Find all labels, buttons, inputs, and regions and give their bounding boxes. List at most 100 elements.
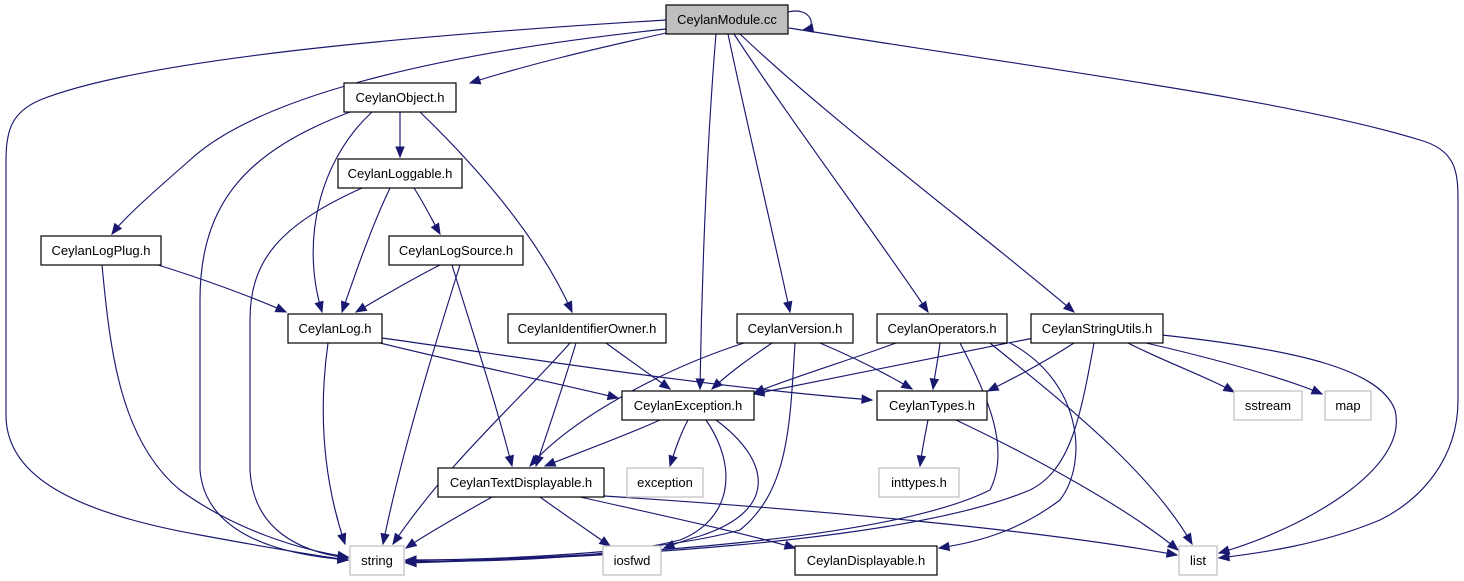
node-label: inttypes.h	[891, 475, 947, 490]
edge-line	[711, 342, 773, 390]
edge-line	[605, 342, 671, 390]
node-logplug[interactable]: CeylanLogPlug.h	[40, 235, 162, 266]
node-box	[876, 313, 1008, 344]
node-box	[1324, 390, 1372, 421]
node-box	[602, 545, 662, 576]
edge-line	[579, 496, 796, 549]
node-exception[interactable]: CeylanException.h	[621, 390, 755, 421]
node-operators[interactable]: CeylanOperators.h	[876, 313, 1008, 344]
node-label: CeylanIdentifierOwner.h	[518, 321, 657, 336]
arrowhead	[430, 222, 441, 236]
arrowhead	[380, 532, 390, 546]
arrowhead	[783, 300, 793, 314]
edge-line	[699, 33, 717, 390]
edge-root-to-operators	[733, 33, 929, 314]
node-box	[388, 235, 524, 266]
arrowhead	[468, 75, 482, 85]
arrowhead	[900, 379, 914, 390]
edge-textdisp-to-list	[603, 495, 1179, 558]
edge-line	[663, 419, 759, 549]
edge-logsource-to-log	[354, 264, 441, 313]
edge-exception-to-iosfwd	[662, 419, 759, 549]
edge-textdisp-to-iosfwd	[539, 496, 612, 547]
node-textdisp[interactable]: CeylanTextDisplayable.h	[437, 467, 605, 498]
node-version[interactable]: CeylanVersion.h	[736, 313, 854, 344]
edge-line	[529, 342, 745, 467]
node-label: CeylanModule.cc	[677, 12, 777, 27]
arrowhead	[529, 454, 541, 468]
node-label: CeylanTextDisplayable.h	[450, 475, 592, 490]
node-idowner[interactable]: CeylanIdentifierOwner.h	[507, 313, 667, 344]
edge-version-to-exception	[711, 342, 773, 390]
node-loggable[interactable]: CeylanLoggable.h	[337, 158, 463, 189]
arrowhead	[404, 538, 418, 549]
edge-log-to-exception	[379, 342, 620, 401]
node-log[interactable]: CeylanLog.h	[287, 313, 383, 344]
arrowhead	[1182, 532, 1193, 546]
arrowhead	[504, 454, 514, 468]
node-object[interactable]: CeylanObject.h	[343, 82, 457, 113]
edge-line	[469, 32, 667, 84]
node-logsource[interactable]: CeylanLogSource.h	[388, 235, 524, 266]
edge-stringutils-to-exception	[752, 337, 1035, 397]
edge-root-to-list	[788, 27, 1459, 562]
edge-root-to-logplug	[111, 28, 667, 236]
edge-line	[1127, 342, 1235, 393]
edge-line	[419, 111, 573, 313]
edge-object-to-idowner	[419, 111, 573, 314]
edge-stringutils-to-list	[1161, 334, 1397, 555]
arrowhead	[918, 300, 929, 314]
arrowhead	[1222, 382, 1236, 393]
edge-line	[788, 27, 1459, 559]
edge-line	[1161, 334, 1397, 554]
node-stringutils[interactable]: CeylanStringUtils.h	[1030, 313, 1164, 344]
arrowhead	[937, 541, 951, 552]
arrowhead	[337, 532, 347, 546]
node-box	[1030, 313, 1164, 344]
edge-types-to-inttypes	[916, 419, 929, 468]
edge-idowner-to-string	[392, 342, 571, 546]
node-box	[1178, 545, 1218, 576]
edge-line	[111, 28, 667, 235]
edge-line	[322, 342, 346, 545]
arrowhead	[752, 387, 766, 397]
edge-root-to-version	[727, 33, 793, 314]
node-root[interactable]: CeylanModule.cc	[665, 4, 789, 35]
node-displayable[interactable]: CeylanDisplayable.h	[794, 545, 938, 576]
edge-loggable-to-logsource	[413, 187, 441, 236]
node-box	[876, 390, 988, 421]
arrowhead	[861, 394, 874, 404]
edge-line	[1145, 342, 1323, 395]
edge-operators-to-displayable	[937, 342, 1077, 552]
node-label: string	[361, 553, 393, 568]
arrowhead	[392, 532, 403, 546]
node-box	[337, 158, 463, 189]
arrowhead	[354, 302, 368, 313]
node-sstream: sstream	[1233, 390, 1303, 421]
node-box	[437, 467, 605, 498]
edge-log-to-types	[381, 337, 874, 404]
edge-stringutils-to-sstream	[1127, 342, 1236, 393]
node-iosfwd: iosfwd	[602, 545, 662, 576]
edge-line	[819, 342, 913, 390]
node-box	[878, 467, 960, 498]
arrowhead	[111, 222, 123, 236]
arrowhead	[662, 539, 676, 549]
edge-line	[101, 264, 349, 558]
node-box	[626, 467, 704, 498]
edge-line	[938, 342, 1077, 549]
arrowhead	[336, 550, 350, 561]
edge-idowner-to-textdisp	[534, 342, 577, 468]
edge-log-to-string	[322, 342, 347, 546]
edge-line	[381, 337, 873, 401]
edge-loggable-to-string	[249, 187, 363, 562]
node-box	[1233, 390, 1303, 421]
edge-version-to-string	[404, 342, 796, 565]
edge-line	[382, 264, 461, 545]
node-types[interactable]: CeylanTypes.h	[876, 390, 988, 421]
node-label: iosfwd	[614, 553, 651, 568]
edge-object-to-log	[312, 111, 373, 314]
arrowhead	[404, 556, 417, 566]
edge-logsource-to-string	[380, 264, 461, 546]
